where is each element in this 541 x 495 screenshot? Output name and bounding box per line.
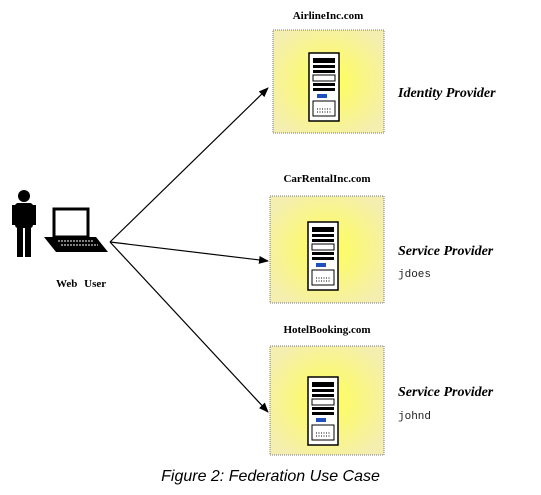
car-rental-user-id: jdoes [398,269,432,281]
figure-caption: Figure 2: Federation Use Case [161,468,380,485]
identity-provider-domain: AirlineInc.com [292,10,364,22]
web-user-label: Web User [56,278,107,290]
arrow-to-car-rental [109,241,269,264]
hotel-booking-box [269,345,385,456]
server-icon [307,376,339,446]
server-icon [308,52,340,122]
hotel-booking-domain: HotelBooking.com [283,324,371,336]
car-rental-box [269,195,385,304]
identity-provider-box [272,29,385,134]
arrow-to-identity-provider [109,87,269,243]
arrow-to-hotel-booking [109,241,269,413]
car-rental-domain: CarRentalInc.com [283,173,371,185]
laptop-icon [44,207,108,252]
person-icon [12,190,36,257]
car-rental-role: Service Provider [398,244,494,259]
server-icon [307,221,339,291]
identity-provider-role: Identity Provider [398,86,496,101]
hotel-booking-user-id: johnd [398,411,432,423]
hotel-booking-role: Service Provider [398,385,494,400]
